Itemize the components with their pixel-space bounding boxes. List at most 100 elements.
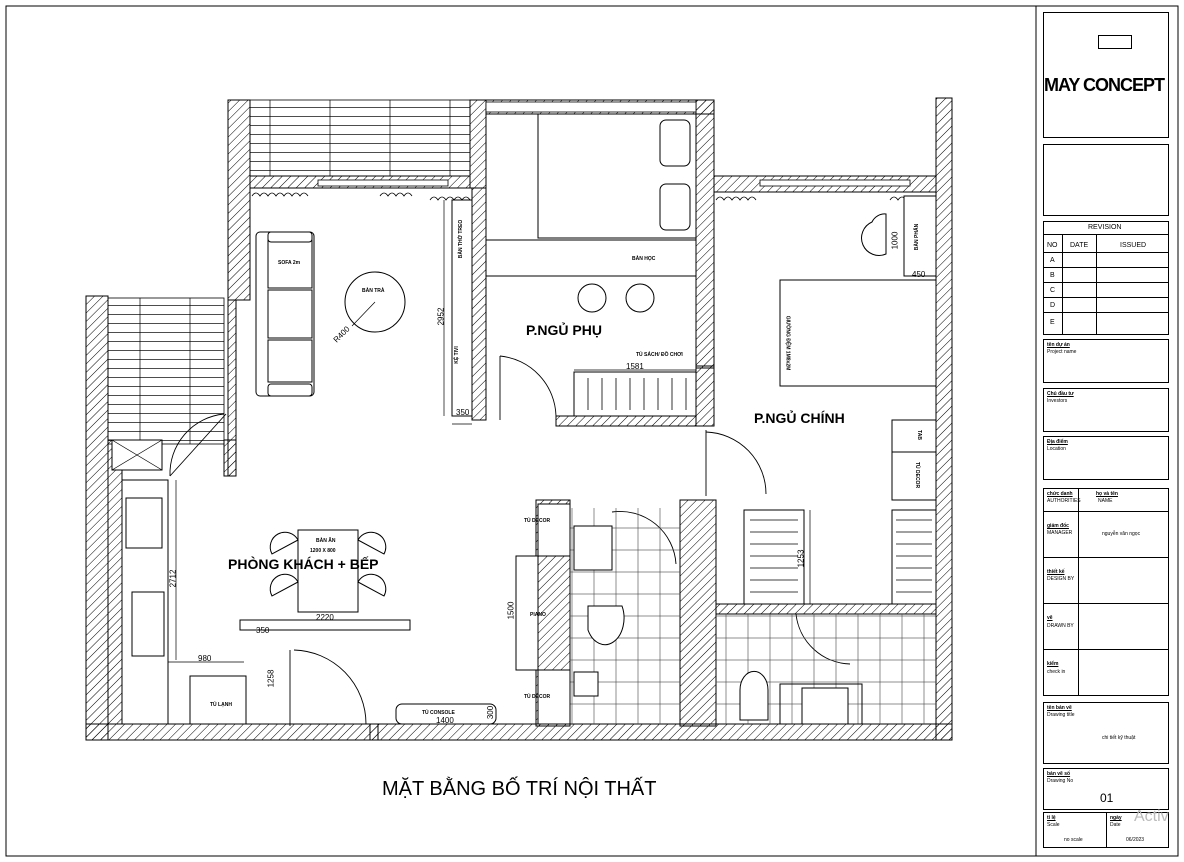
label-altar-cabinet: BÀN THỜ TREO <box>458 219 465 259</box>
scale-vi: tỉ lệ <box>1047 815 1056 821</box>
manager-vi: giám đốc <box>1047 523 1069 529</box>
logo-mark <box>1098 35 1132 49</box>
dressing-table <box>903 195 937 277</box>
range-hood-cross-2 <box>111 439 163 471</box>
label-dining-size: 1200 X 800 <box>310 548 336 554</box>
bedroom-decor-cabinet <box>891 451 937 501</box>
balcony-top <box>249 99 471 177</box>
drawn-by-en: DRAWN BY <box>1047 623 1074 629</box>
master-bed <box>779 279 937 387</box>
dim-piano: 1500 <box>506 601 516 620</box>
investors-vi: Chủ đầu tư <box>1047 391 1074 397</box>
project-name-box: tên dự án Project name <box>1043 339 1169 383</box>
dim-fridge-wall: 1258 <box>266 669 276 688</box>
label-dining-table: BÀN ĂN <box>316 538 336 544</box>
dim-counter-depth: 350 <box>256 626 270 635</box>
counter-bar <box>239 619 411 631</box>
activation-watermark: Activ <box>1134 808 1169 825</box>
dim-wardrobe: 1253 <box>796 549 806 568</box>
date-value: 06/2023 <box>1126 837 1145 843</box>
wardrobe-slats <box>750 519 932 593</box>
label-dressing-table: BÀN PHẤN <box>914 223 921 251</box>
bookshelf <box>573 371 697 417</box>
manager-en: MANAGER <box>1047 530 1073 536</box>
tv-shelf <box>451 199 473 417</box>
authorities-en: AUTHORITIES <box>1047 498 1081 504</box>
drawing-title: MẶT BẰNG BỐ TRÍ NỘI THẤT <box>382 778 657 800</box>
name-vi: họ và tên <box>1096 491 1118 497</box>
bathroom-2-sink <box>801 687 849 725</box>
kitchen-sink <box>131 591 165 657</box>
dim-dressing-depth: 450 <box>912 270 926 279</box>
label-console: TỦ CONSOLE <box>422 710 455 716</box>
revision-heading: REVISION <box>1088 224 1122 231</box>
label-piano: PIANO <box>530 612 546 618</box>
label-decor-top: TỦ DECOR <box>524 518 551 524</box>
decor-cabinet-bottom <box>537 669 571 725</box>
rev-row-d: D <box>1050 302 1056 309</box>
rev-header-date: DATE <box>1070 242 1089 249</box>
scale-date-box: tỉ lệ Scale no scale ngày Date 06/2023 <box>1043 812 1169 848</box>
bathroom-1-shower <box>573 671 599 697</box>
drawing-title-box: tên bản vẽ Drawing title chi tiết kỹ thu… <box>1043 702 1169 764</box>
logo-text: MAY CONCEPT <box>1044 75 1165 95</box>
drawing-title-value: chi tiết kỹ thuật <box>1102 735 1136 741</box>
dining-chairs <box>269 531 387 597</box>
fridge <box>189 675 247 725</box>
authorities-vi: chức danh <box>1047 491 1073 497</box>
coffee-table-radius <box>351 301 376 327</box>
scale-value: no scale <box>1064 837 1083 843</box>
dim-dining-width: 2220 <box>316 613 334 622</box>
dim-tv-wall: 2952 <box>436 307 446 326</box>
windows <box>317 101 911 187</box>
location-en: Location <box>1047 446 1066 452</box>
dressing-stool <box>861 213 887 256</box>
investors-en: Investors <box>1047 398 1068 404</box>
manager-value: nguyễn văn ngọc <box>1102 531 1141 537</box>
drawing-no-vi: bản vẽ số <box>1047 771 1071 777</box>
label-tab: TAB <box>915 430 922 440</box>
dim-tv-depth: 350 <box>456 408 470 417</box>
drawing-title-en: Drawing title <box>1047 712 1075 718</box>
piano <box>515 555 539 671</box>
label-tv-shelf: KỆ TIVI <box>453 346 460 364</box>
master-wardrobe <box>891 509 937 605</box>
bathroom-1-sink <box>573 525 613 571</box>
dim-console-width: 1400 <box>436 716 454 725</box>
blank-box <box>1043 144 1169 216</box>
tab-cabinet <box>891 419 937 453</box>
drawing-no-box: bản vẽ số Drawing No 01 <box>1043 768 1169 810</box>
label-fridge: TỦ LẠNH <box>210 702 232 708</box>
dim-bookshelf: 1581 <box>626 362 644 371</box>
design-by-en: DESIGN BY <box>1047 576 1075 582</box>
dim-dressing-width: 1000 <box>890 231 900 250</box>
location-box: Địa điểm Location <box>1043 436 1169 480</box>
secondary-bed <box>537 113 697 239</box>
balcony-left <box>107 297 225 445</box>
location-vi: Địa điểm <box>1047 439 1068 445</box>
revision-table: REVISION NO DATE ISSUED A B C D E <box>1043 221 1169 335</box>
console-cabinet <box>395 703 497 725</box>
date-en: Date <box>1110 822 1121 828</box>
bathroom-1-toilet <box>587 605 625 646</box>
desk-chair-1 <box>577 283 607 313</box>
label-coffee-table: BÀN TRÀ <box>362 288 385 294</box>
sheet-border <box>5 5 1179 857</box>
date-vi: ngày <box>1110 815 1122 821</box>
desk-chair-2 <box>625 283 655 313</box>
drawn-by-vi: vẽ <box>1047 615 1053 621</box>
drawing-no-value: 01 <box>1100 791 1114 805</box>
drawing-no-en: Drawing No <box>1047 778 1074 784</box>
investors-box: Chủ đầu tư Investors <box>1043 388 1169 432</box>
room-label-living: PHÒNG KHÁCH + BẾP <box>228 556 379 572</box>
bookshelf-slats <box>587 378 687 410</box>
hall-wardrobe <box>743 509 805 605</box>
dim-console-depth: 300 <box>486 705 496 720</box>
logo-box: MAY CONCEPT <box>1043 12 1169 138</box>
label-bedroom-decor: TỦ DECOR <box>914 461 921 489</box>
dining-table <box>297 529 359 613</box>
check-in-en: check in <box>1047 669 1066 675</box>
rev-row-a: A <box>1050 257 1055 264</box>
rev-row-b: B <box>1050 272 1055 279</box>
